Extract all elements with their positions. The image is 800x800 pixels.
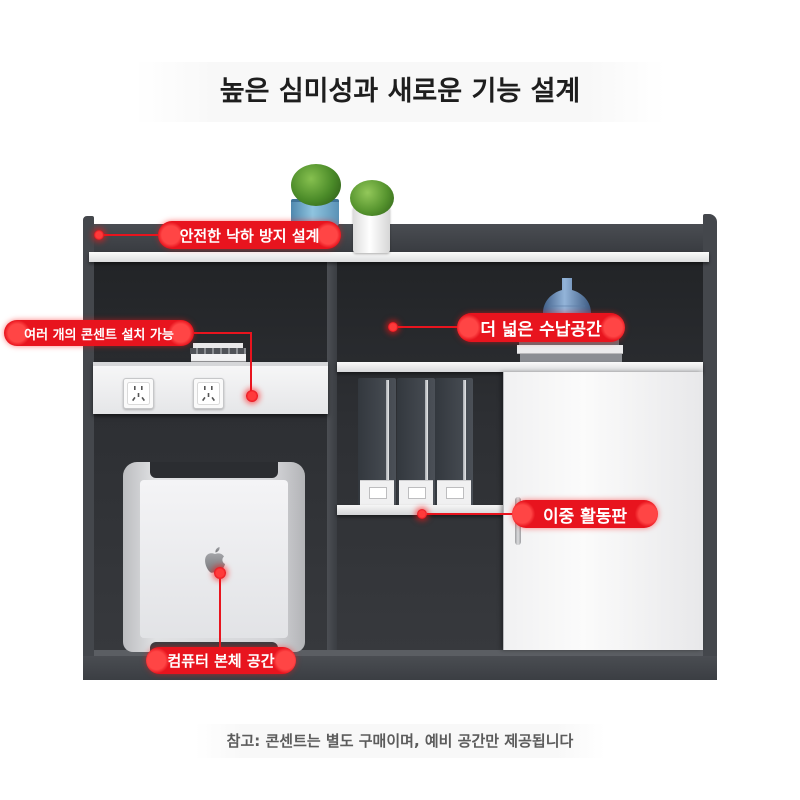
footnote-background (195, 724, 605, 758)
callout-marker-dot (214, 567, 226, 579)
file-label-tag (446, 487, 464, 499)
callout-marker-dot (388, 322, 398, 332)
book-stack (190, 343, 246, 362)
callout-marker-dot (417, 509, 427, 519)
book (193, 343, 243, 348)
callout-leader-line (398, 326, 458, 328)
magazine-file (397, 378, 435, 505)
plant-icon (350, 180, 394, 216)
callout-anti-fall-label: 안전한 낙하 방지 설계 (158, 221, 341, 249)
file-edge (425, 380, 428, 480)
callout-leader-line (104, 234, 160, 236)
cabinet-middle-shelf (337, 362, 703, 372)
book (191, 354, 246, 362)
title-background (135, 62, 665, 122)
cabinet-center-divider (327, 262, 337, 650)
callout-storage-label: 더 넓은 수납공간 (457, 313, 625, 342)
callout-double-shelf-label: 이중 활동판 (512, 500, 658, 528)
callout-marker-dot (246, 390, 258, 402)
callout-leader-line (250, 332, 252, 392)
file-label-tag (369, 487, 387, 499)
file-label-tag (408, 487, 426, 499)
book (190, 348, 246, 354)
cabinet-right-side-panel (703, 214, 717, 680)
file-edge (463, 380, 466, 480)
file-label (437, 480, 471, 505)
cabinet-top-shelf (89, 252, 709, 262)
cabinet-floor (94, 650, 703, 656)
footnote: 참고: 콘센트는 별도 구매이며, 예비 공간만 제공됩니다 (226, 732, 574, 750)
callout-leader-line (194, 332, 251, 334)
computer-top-handle-gap (150, 462, 278, 478)
callout-pc-space-label: 컴퓨터 본체 공간 (146, 647, 296, 674)
page-title: 높은 심미성과 새로운 기능 설계 (219, 76, 581, 107)
callout-marker-dot (94, 230, 104, 240)
cabinet-left-side-panel (83, 216, 94, 680)
magazine-file (435, 378, 473, 505)
power-outlet-icon (193, 378, 224, 409)
file-edge (386, 380, 389, 480)
outlet-holes (197, 382, 220, 405)
book (520, 354, 622, 362)
plant-icon (291, 164, 341, 206)
outlet-holes (127, 382, 150, 405)
file-label (360, 480, 394, 505)
callout-outlets-label: 여러 개의 콘센트 설치 가능 (4, 320, 194, 346)
magazine-file (358, 378, 396, 505)
callout-leader-line (427, 513, 513, 515)
book (517, 345, 623, 354)
power-outlet-icon (123, 378, 154, 409)
callout-leader-line (219, 579, 221, 648)
file-label (399, 480, 433, 505)
computer-tower (123, 462, 305, 652)
